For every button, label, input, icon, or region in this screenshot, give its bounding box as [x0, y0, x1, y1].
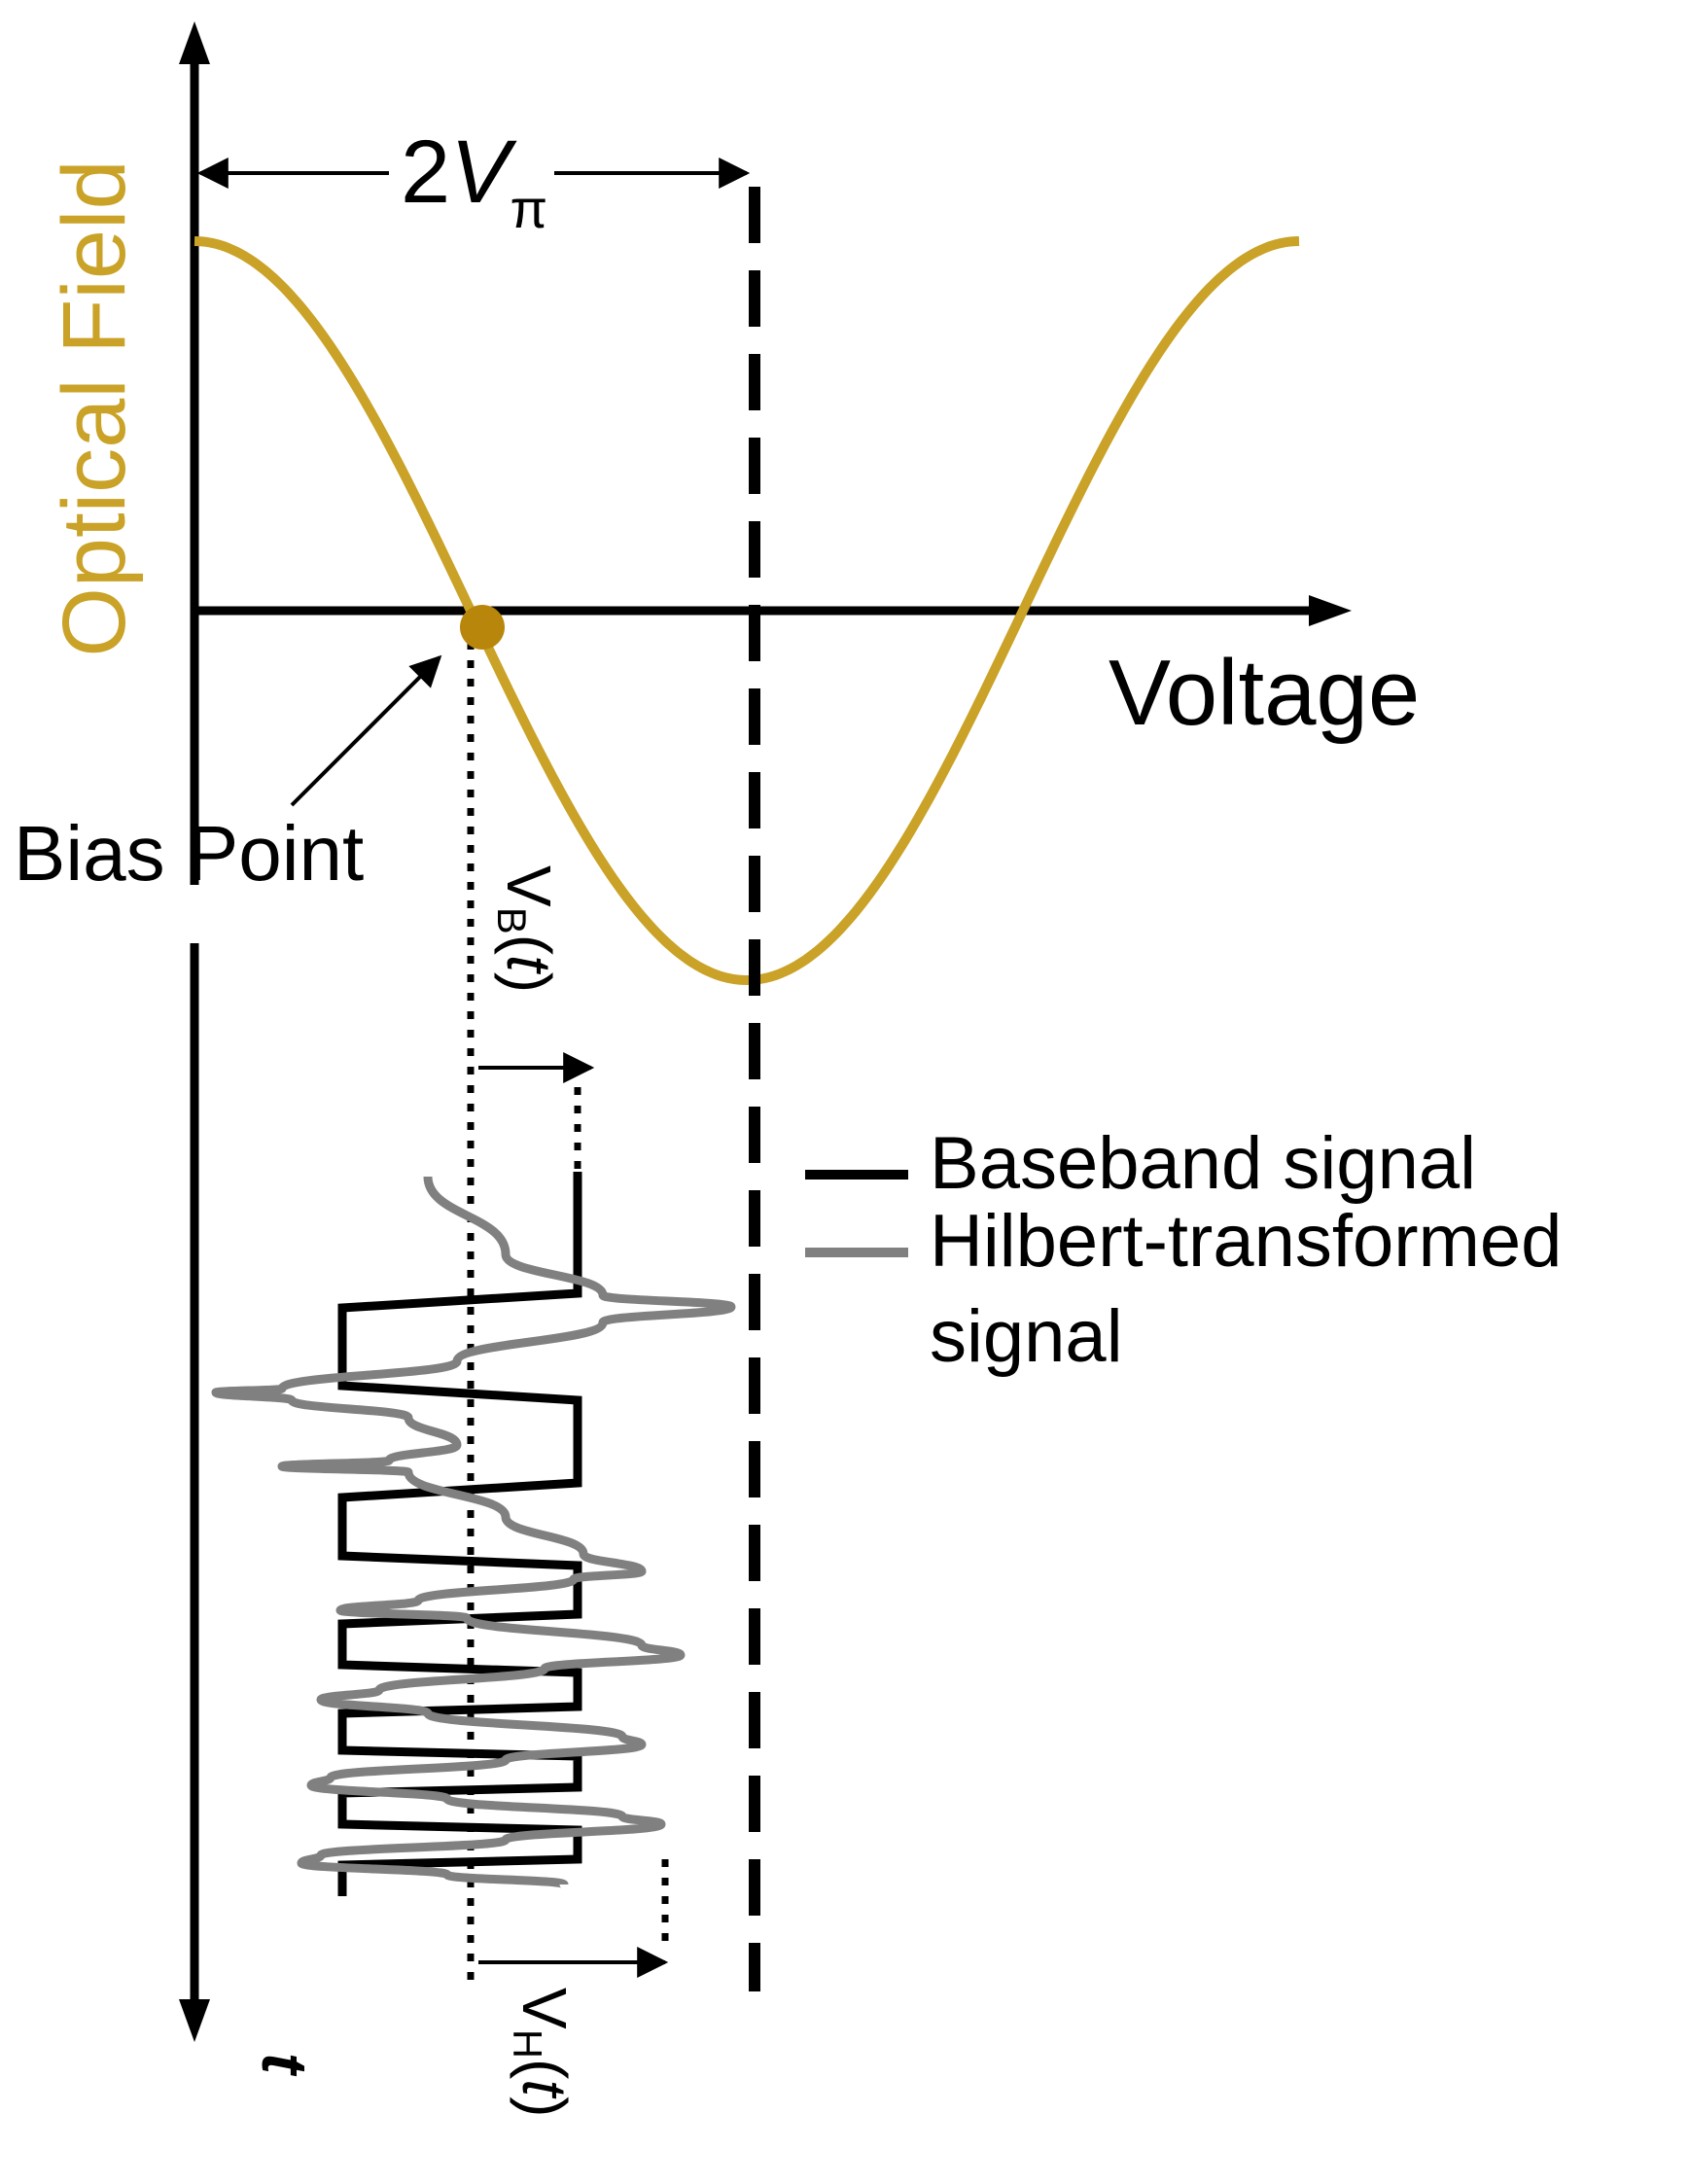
bias-pointer-arrow: [290, 654, 442, 807]
legend-label-hilbert-line2: signal: [930, 1295, 1123, 1378]
vh-label: VH(t): [505, 1988, 580, 2117]
bias-point-dot: [460, 605, 505, 650]
vb-arrow: [478, 1052, 595, 1177]
x-axis-label: Voltage: [1109, 641, 1420, 745]
bias-point-label: Bias Point: [14, 810, 364, 897]
period-label: 2Vπ: [401, 123, 547, 239]
y-axis-arrow-down-icon: [179, 1999, 210, 2042]
baseband-signal-trace: [337, 1172, 582, 1896]
vh-arrow: [478, 1859, 669, 1978]
y-axis-arrow-up-icon: [179, 21, 210, 64]
voltage-axis: [194, 595, 1352, 626]
legend-label-hilbert-line1: Hilbert-transformed: [930, 1200, 1562, 1283]
optical-field-curve: [194, 236, 1300, 985]
vb-label: VB(t): [489, 865, 564, 993]
y-axis-label: Optical Field: [45, 159, 144, 656]
time-axis-label: t: [249, 2053, 321, 2077]
hilbert-signal-trace: [211, 1176, 736, 1889]
vertical-axis: [179, 21, 210, 2042]
legend-label-baseband: Baseband signal: [930, 1122, 1476, 1205]
x-axis-arrow-icon: [1309, 595, 1352, 626]
legend: Baseband signal Hilbert-transformed sign…: [805, 1122, 1562, 1378]
